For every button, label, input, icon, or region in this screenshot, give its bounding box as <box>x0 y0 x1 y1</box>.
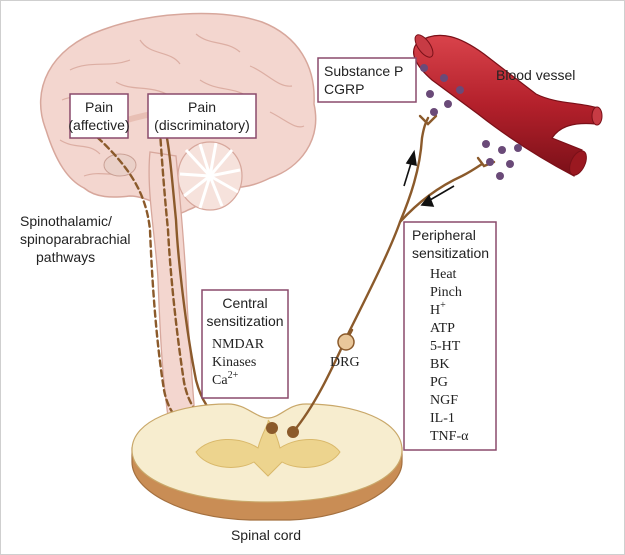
central-item-kinases: Kinases <box>212 355 256 370</box>
dot <box>440 74 448 82</box>
dot <box>506 160 514 168</box>
central-title-line1: Central <box>222 295 267 311</box>
vessel-end-lower <box>569 150 587 176</box>
pain-discriminatory-line1: Pain <box>188 99 216 115</box>
pain-affective-line2: (affective) <box>68 117 129 133</box>
peripheral-item-bk: BK <box>430 357 449 372</box>
spinal-gray-matter <box>195 419 341 477</box>
pathways-line2: spinoparabrachial <box>20 231 131 247</box>
nerve-ending-upper <box>418 114 438 126</box>
peripheral-title: Peripheral sensitization <box>412 227 489 261</box>
dot <box>426 90 434 98</box>
drg-label: DRG <box>330 355 360 370</box>
pathways-label: Spinothalamic/ spinoparabrachial pathway… <box>20 213 131 265</box>
peripheral-item-atp: ATP <box>430 321 455 336</box>
dot <box>444 100 452 108</box>
vessel-end-right <box>591 106 603 126</box>
peripheral-item-5ht: 5-HT <box>430 339 461 354</box>
spinal-cord <box>131 403 403 521</box>
peripheral-title-line2: sensitization <box>412 245 489 261</box>
pain-discriminatory-line2: (discriminatory) <box>154 117 250 133</box>
substance-line2: CGRP <box>324 81 364 97</box>
vessel-body <box>413 34 599 177</box>
vessel-end-left <box>414 34 434 58</box>
central-item-nmdar: NMDAR <box>212 337 265 352</box>
box-pain-discriminatory <box>147 93 257 139</box>
dot <box>514 144 522 152</box>
label-boxes <box>69 57 497 451</box>
pathway-discriminatory-dashed <box>158 130 272 435</box>
dot <box>486 158 494 166</box>
dot <box>498 146 506 154</box>
pain-affective-line1: Pain <box>85 99 113 115</box>
afferent-fiber <box>291 116 430 434</box>
box-peripheral <box>403 221 497 451</box>
pain-discriminatory-label: Pain (discriminatory) <box>154 99 250 133</box>
direction-arrows <box>403 149 455 207</box>
peripheral-item-il1: IL-1 <box>430 411 455 426</box>
thalamus <box>103 153 137 177</box>
peripheral-item-ngf: NGF <box>430 393 458 408</box>
central-title-line2: sensitization <box>206 313 283 329</box>
box-central <box>201 289 289 399</box>
box-substance <box>317 57 417 103</box>
dot <box>482 140 490 148</box>
peripheral-item-pg: PG <box>430 375 448 390</box>
dot <box>496 172 504 180</box>
peripheral-list: Heat Pinch H+ ATP 5-HT BK PG NGF IL-1 TN… <box>430 267 469 444</box>
arrow-antidromic-head <box>420 194 435 207</box>
box-pain-affective <box>69 93 129 139</box>
cerebellum <box>177 141 243 211</box>
peripheral-item-tnf: TNF-α <box>430 429 469 444</box>
pathways-line1: Spinothalamic/ <box>20 213 112 229</box>
dot <box>456 86 464 94</box>
neuropeptide-dots <box>420 64 522 180</box>
peripheral-title-line1: Peripheral <box>412 227 476 243</box>
fiber-branch <box>398 162 484 224</box>
spinal-cord-label: Spinal cord <box>231 527 301 543</box>
blood-vessel <box>413 34 603 177</box>
arrow-antidromic <box>429 185 455 201</box>
peripheral-item-pinch: Pinch <box>430 285 462 300</box>
substance-label: Substance P CGRP <box>324 63 403 97</box>
pathways-line3: pathways <box>36 249 95 265</box>
pain-affective-label: Pain (affective) <box>68 99 129 133</box>
arrow-orthodromic-head <box>405 149 417 167</box>
blood-vessel-label: Blood vessel <box>496 67 575 83</box>
dot <box>420 64 428 72</box>
central-title: Central sensitization <box>206 295 283 329</box>
dot <box>430 108 438 116</box>
substance-line1: Substance P <box>324 63 403 79</box>
drg-ganglion <box>337 333 355 351</box>
dorsal-horn-neuron-1 <box>266 422 278 434</box>
peripheral-item-heat: Heat <box>430 267 457 282</box>
